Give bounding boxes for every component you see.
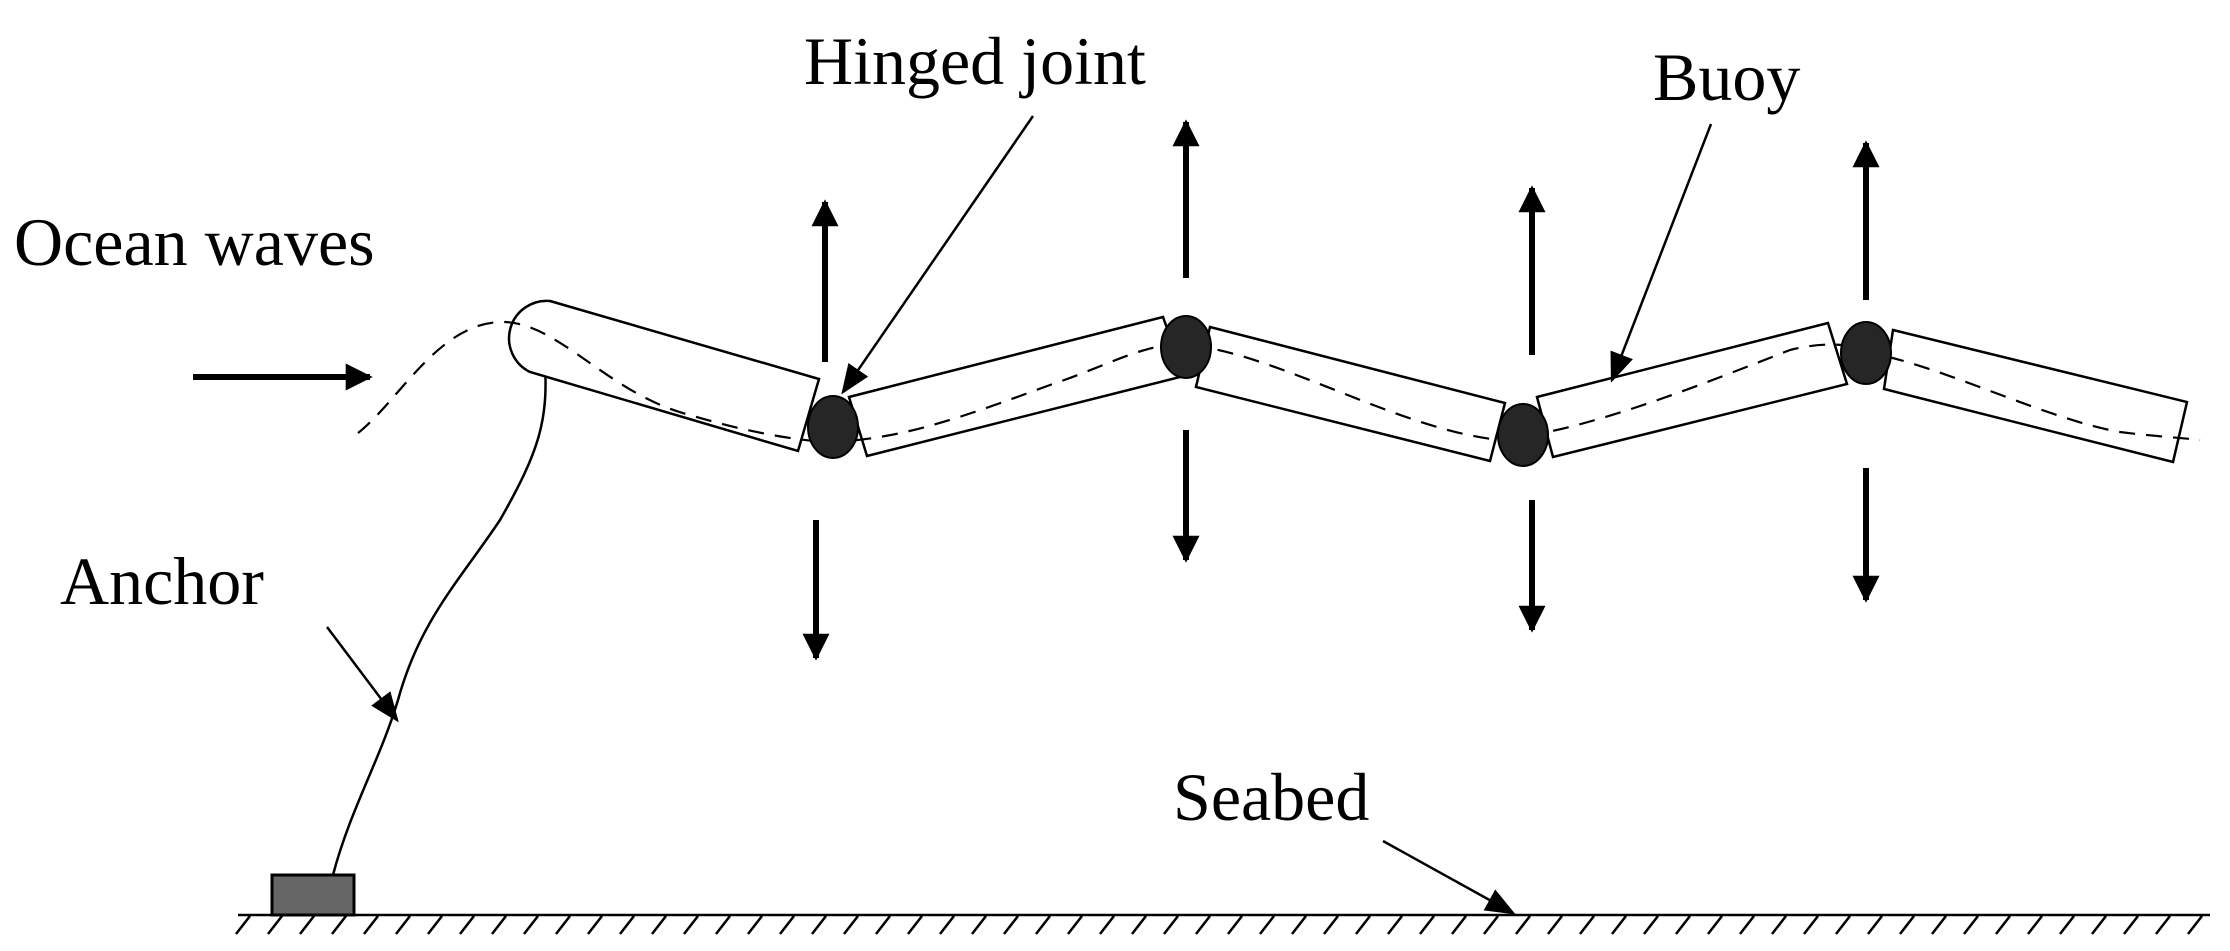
seabed-hatch-mark (1739, 915, 1755, 935)
seabed-hatch-mark (1163, 915, 1179, 935)
seabed-hatch-mark (875, 915, 891, 935)
seabed-hatch-mark (299, 915, 315, 935)
seabed-hatch-mark (1387, 915, 1403, 935)
seabed-hatch-mark (1355, 915, 1371, 935)
hinged-joint-3 (1497, 403, 1549, 467)
seabed-hatch-mark (1035, 915, 1051, 935)
seabed-hatch-mark (1003, 915, 1019, 935)
seabed-hatch-mark (1867, 915, 1883, 935)
seabed-hatch-mark (555, 915, 571, 935)
buoy-segment-1 (507, 299, 821, 453)
seabed-hatch-mark (395, 915, 411, 935)
seabed-hatch-mark (235, 915, 251, 935)
anchor-leader (326, 626, 399, 723)
seabed-hatch-mark (1931, 915, 1947, 935)
seabed-hatch-mark (1227, 915, 1243, 935)
seabed-hatch-mark (2123, 915, 2139, 935)
seabed-hatch-mark (1771, 915, 1787, 935)
hinged-joint-leader (841, 115, 1035, 395)
hinged-joint-1 (807, 395, 859, 459)
seabed-hatch-mark (2027, 915, 2043, 935)
seabed-hatch-mark (747, 915, 763, 935)
seabed-hatch-mark (619, 915, 635, 935)
seabed-hatch-mark (2091, 915, 2107, 935)
seabed-hatch-mark (843, 915, 859, 935)
seabed-hatch-mark (1483, 915, 1499, 935)
ocean-waves-label: Ocean waves (14, 204, 375, 280)
buoy-segment-5 (1882, 328, 2189, 464)
seabed-label: Seabed (1173, 759, 1369, 835)
seabed-hatch-mark (651, 915, 667, 935)
seabed-hatch-mark (715, 915, 731, 935)
buoy-label: Buoy (1653, 39, 1800, 115)
seabed-hatch-mark (267, 915, 283, 935)
seabed-hatch-mark (683, 915, 699, 935)
seabed-hatch-mark (1707, 915, 1723, 935)
seabed-hatch-mark (1803, 915, 1819, 935)
seabed-hatching (235, 915, 2203, 935)
buoy-leader (1610, 123, 1713, 383)
seabed-hatch-mark (907, 915, 923, 935)
seabed-hatch-mark (1579, 915, 1595, 935)
seabed-hatch-mark (1259, 915, 1275, 935)
hinged-joints (807, 315, 1892, 467)
seabed-hatch-mark (1291, 915, 1307, 935)
seabed-hatch-mark (363, 915, 379, 935)
buoy-segment-2 (847, 315, 1186, 458)
seabed-hatch-mark (971, 915, 987, 935)
seabed-hatch-mark (491, 915, 507, 935)
mooring-line (331, 362, 547, 876)
seabed-hatch-mark (1515, 915, 1531, 935)
anchor-label: Anchor (60, 543, 264, 619)
buoy-segment-4 (1535, 321, 1849, 459)
seabed-hatch-mark (459, 915, 475, 935)
seabed-hatch-mark (1899, 915, 1915, 935)
heave-arrows-up (811, 119, 1880, 362)
seabed-hatch-mark (2155, 915, 2171, 935)
seabed-hatch-mark (2187, 915, 2203, 935)
anchor-block (270, 873, 356, 917)
seabed-hatch-mark (1547, 915, 1563, 935)
hinged-joint-2 (1160, 315, 1212, 379)
seabed-hatch-mark (1451, 915, 1467, 935)
seabed-hatch-mark (939, 915, 955, 935)
seabed-hatch-mark (1675, 915, 1691, 935)
buoy-segment-3 (1194, 325, 1507, 463)
seabed-hatch-mark (523, 915, 539, 935)
seabed-hatch-mark (1099, 915, 1115, 935)
seabed-hatch-mark (779, 915, 795, 935)
seabed-hatch-mark (1643, 915, 1659, 935)
seabed-hatch-mark (427, 915, 443, 935)
seabed-hatch-mark (1995, 915, 2011, 935)
hinged-joint-label: Hinged joint (804, 23, 1146, 99)
buoy-chain (507, 299, 2189, 464)
seabed-hatch-mark (2059, 915, 2075, 935)
seabed-leader (1382, 839, 1516, 915)
heave-arrows-down (802, 430, 1880, 661)
seabed-surface (235, 913, 2210, 935)
seabed-hatch-mark (1419, 915, 1435, 935)
hinged-joint-4 (1840, 321, 1892, 385)
seabed-hatch-mark (811, 915, 827, 935)
seabed-hatch-mark (1835, 915, 1851, 935)
seabed-hatch-mark (1963, 915, 1979, 935)
seabed-hatch-mark (587, 915, 603, 935)
seabed-hatch-mark (1323, 915, 1339, 935)
seabed-hatch-mark (331, 915, 347, 935)
seabed-hatch-mark (1067, 915, 1083, 935)
seabed-hatch-mark (1611, 915, 1627, 935)
seabed-hatch-mark (1131, 915, 1147, 935)
seabed-hatch-mark (1195, 915, 1211, 935)
